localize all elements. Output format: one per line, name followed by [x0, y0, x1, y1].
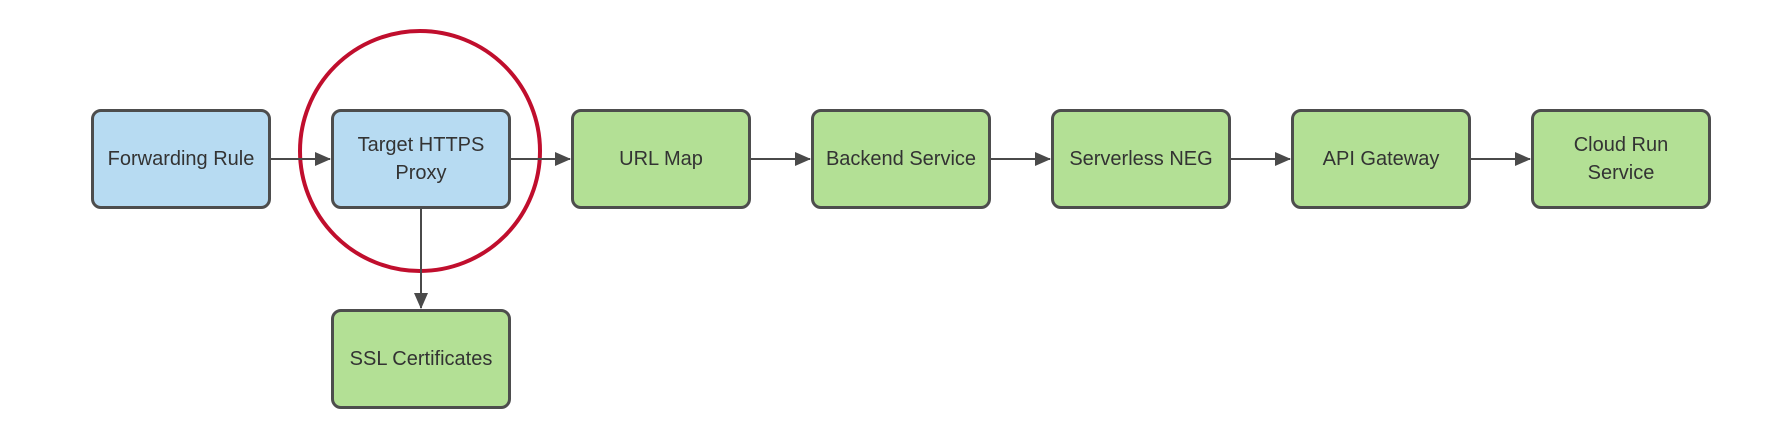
node-cloud-run-service: Cloud Run Service — [1531, 109, 1711, 209]
node-target-https-proxy-label: Target HTTPS Proxy — [357, 134, 485, 184]
node-forwarding-rule-label: Forwarding Rule — [107, 148, 255, 170]
node-forwarding-rule: Forwarding Rule — [91, 109, 271, 209]
node-api-gateway: API Gateway — [1291, 109, 1471, 209]
node-serverless-neg-label: Serverless NEG — [1069, 148, 1213, 170]
node-api-gateway-label: API Gateway — [1322, 148, 1440, 170]
node-serverless-neg: Serverless NEG — [1051, 109, 1231, 209]
node-ssl-certificates: SSL Certificates — [331, 309, 511, 409]
node-ssl-certificates-label: SSL Certificates — [349, 348, 493, 370]
node-url-map: URL Map — [571, 109, 751, 209]
node-backend-service: Backend Service — [811, 109, 991, 209]
node-backend-service-label: Backend Service — [825, 148, 977, 170]
node-cloud-run-service-label: Cloud Run Service — [1573, 134, 1669, 184]
node-target-https-proxy: Target HTTPS Proxy — [331, 109, 511, 209]
node-url-map-label: URL Map — [619, 148, 703, 170]
